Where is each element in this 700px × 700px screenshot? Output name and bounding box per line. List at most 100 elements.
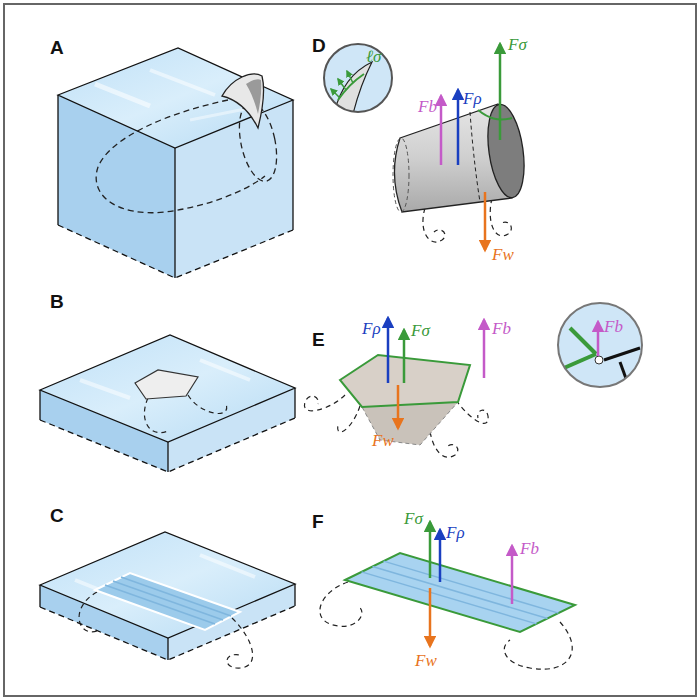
cup-free-body-part <box>423 208 445 242</box>
water-slab-b-part <box>188 395 227 414</box>
mask-free-body-part <box>373 567 548 619</box>
force-arrows-e-part <box>397 385 400 428</box>
water-cube-part <box>292 100 293 230</box>
force-label: Fσ <box>404 510 423 529</box>
water-slab-c-part <box>227 618 253 668</box>
force-label: Fw <box>492 246 514 265</box>
water-slab-c-part <box>79 592 100 632</box>
contact-line-inset-part <box>324 44 392 112</box>
water-slab-b-part <box>40 418 295 472</box>
water-slab-b-part <box>200 360 250 380</box>
water-cube-part <box>58 48 293 148</box>
force-label: Fb <box>520 540 539 559</box>
bubble-inset-part-part <box>570 328 596 354</box>
contact-line-inset-part <box>331 62 372 114</box>
cup-free-body-part <box>470 112 480 202</box>
force-arrows-e-part <box>403 330 406 383</box>
panel-letter: F <box>312 512 324 533</box>
force-arrows-f-part <box>439 530 442 582</box>
force-arrows-d-part <box>499 44 502 140</box>
force-arrows-d-part <box>484 192 487 250</box>
force-arrows-d <box>441 44 500 250</box>
force-arrows-f-part <box>429 522 432 578</box>
water-slab-b <box>40 335 295 472</box>
force-label: Fρ <box>463 90 482 109</box>
bubble-inset-part <box>558 303 642 387</box>
water-slab-c-part <box>200 555 255 577</box>
water-slab-b-part <box>144 398 170 433</box>
force-label: Fb <box>604 318 623 337</box>
water-slab-c-part <box>95 573 240 630</box>
panel-letter: A <box>50 38 64 59</box>
submerged-cup <box>96 74 283 213</box>
force-arrows-d-part <box>440 96 443 165</box>
force-label: Fρ <box>362 320 381 339</box>
contact-line-inset <box>324 44 392 114</box>
force-label: Fw <box>372 432 394 451</box>
water-slab-b-part <box>80 380 130 398</box>
bubble-inset-part-part <box>597 322 600 356</box>
submerged-cup-part <box>96 100 265 213</box>
force-arrows-f-part <box>511 546 514 604</box>
submerged-cup-part <box>246 79 261 114</box>
water-cube-part <box>58 225 293 278</box>
water-slab-c <box>40 532 295 668</box>
water-slab-c-part <box>294 584 295 606</box>
mask-free-body-part <box>362 572 537 624</box>
mask-free-body-part <box>345 553 575 632</box>
force-label: Fσ <box>508 36 527 55</box>
force-label: Fρ <box>446 524 465 543</box>
contact-line-inset-part <box>324 44 392 112</box>
water-slab-b-part <box>294 388 295 418</box>
water-cube-part <box>57 95 58 225</box>
water-slab-c-part <box>113 581 223 620</box>
contact-line-inset-part-part <box>331 89 340 98</box>
mask-free-body-part <box>320 582 362 626</box>
cup-free-body-part <box>393 138 409 212</box>
cup-free-body-part <box>490 198 511 236</box>
figure-frame <box>4 4 696 696</box>
water-cube-part <box>150 70 215 95</box>
force-label: Fb <box>418 98 437 117</box>
bubble-inset-part-part <box>604 348 640 360</box>
force-arrows-e-part <box>483 320 486 378</box>
submerged-cup-part <box>222 74 264 128</box>
flake-free-body-part <box>338 406 360 432</box>
water-cube-part <box>95 84 150 106</box>
bubble-inset <box>555 303 642 387</box>
bubble-inset-part <box>555 322 640 384</box>
panel-letter: E <box>312 330 325 351</box>
water-cube <box>58 48 293 278</box>
contact-line-inset-part-part <box>347 71 353 83</box>
mask-free-body <box>320 553 575 669</box>
bubble-inset-part <box>558 303 642 387</box>
force-label: Fw <box>415 652 437 671</box>
water-slab-b-part <box>40 335 295 442</box>
water-slab-c-part <box>39 585 40 607</box>
contact-line-inset-part-part <box>338 79 346 90</box>
force-arrows-e <box>388 318 484 428</box>
force-arrows-f <box>430 522 512 646</box>
panel-letter: B <box>50 292 64 313</box>
water-cube-part <box>174 148 175 278</box>
mask-free-body-part <box>384 561 559 613</box>
water-slab-c-part <box>167 638 168 660</box>
force-label: Fb <box>492 320 511 339</box>
force-arrows-d-part <box>457 90 460 165</box>
flake-free-body-part <box>456 400 488 423</box>
water-slab-b-part <box>39 390 40 420</box>
force-arrows-e-part <box>387 318 390 383</box>
force-label: ℓσ <box>366 48 381 67</box>
cup-free-body-part <box>478 110 512 120</box>
panel-letter: D <box>312 36 326 57</box>
flake-free-body <box>304 355 488 457</box>
force-label: Fσ <box>411 322 430 341</box>
cup-free-body <box>393 102 529 242</box>
flake-free-body-part <box>304 395 345 411</box>
force-arrows-f-part <box>429 588 432 646</box>
water-slab-c-part <box>121 577 231 616</box>
water-slab-b-part <box>167 442 168 472</box>
